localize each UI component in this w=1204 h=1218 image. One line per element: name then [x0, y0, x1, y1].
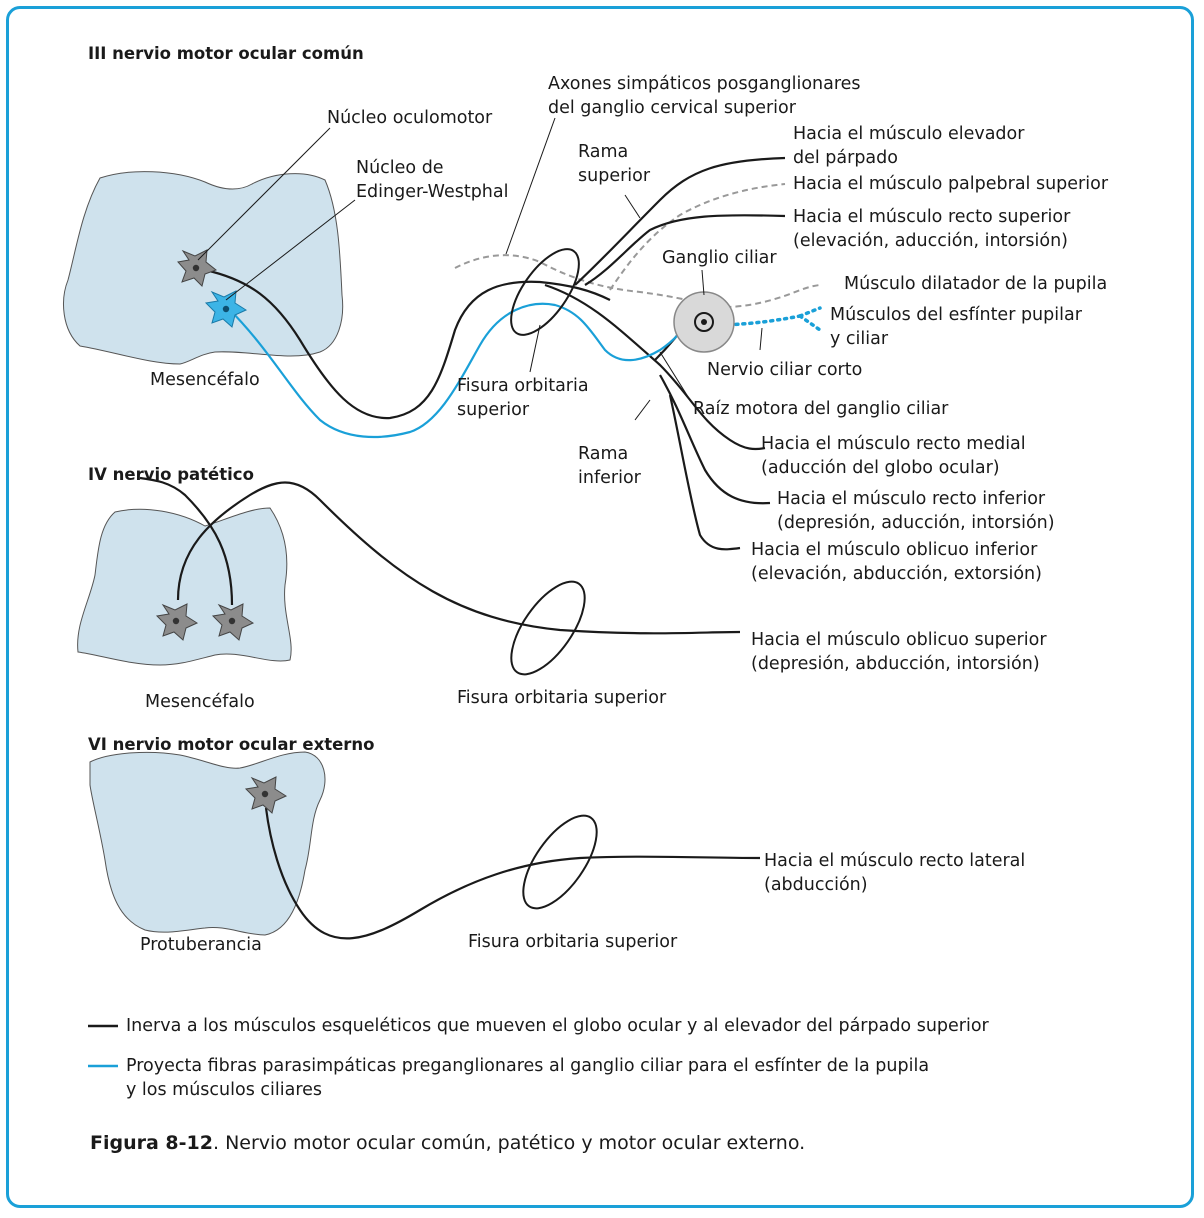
legend-parasympathetic-text-1: Proyecta fibras parasimpáticas pregangli… [126, 1054, 929, 1078]
ciliary-fork-1 [800, 308, 820, 316]
label-rectus-sup-1: Hacia el músculo recto superior [793, 205, 1070, 229]
label-sympathetic-1: Axones simpáticos posganglionares [548, 72, 861, 96]
region-label-vi: Protuberancia [140, 933, 262, 957]
label-inferior-branch-1: Rama [578, 442, 628, 466]
ew-neuron-nucleus [223, 306, 229, 312]
midbrain-section-4 [78, 508, 292, 665]
region-label-iv: Mesencéfalo [145, 690, 255, 714]
label-rectus-med-1: Hacia el músculo recto medial [761, 432, 1026, 456]
sympathetic-to-palpebral [610, 184, 785, 290]
legend-parasympathetic-text-2: y los músculos ciliares [126, 1078, 322, 1102]
label-oblique-sup-2: (depresión, abducción, intorsión) [751, 652, 1040, 676]
label-motor-root: Raíz motora del ganglio ciliar [693, 397, 948, 421]
label-oblique-sup-1: Hacia el músculo oblicuo superior [751, 628, 1047, 652]
label-nucleus-ew-1: Núcleo de [356, 156, 444, 180]
label-inferior-branch-2: inferior [578, 466, 641, 490]
legend-somatic-text: Inerva a los músculos esqueléticos que m… [126, 1014, 989, 1038]
leader-short-ciliary [760, 328, 762, 350]
leader-inferior-branch [635, 400, 650, 420]
label-palpebral: Hacia el músculo palpebral superior [793, 172, 1108, 196]
label-superior-branch-2: superior [578, 164, 650, 188]
inferior-branch-rectus-inf [660, 375, 770, 503]
section-title-iv: IV nervio patético [88, 465, 254, 484]
oculomotor-neuron-nucleus [193, 265, 199, 271]
section-title-vi: VI nervio motor ocular externo [88, 735, 375, 754]
figure-caption-text: . Nervio motor ocular común, patético y … [213, 1132, 805, 1154]
figure-caption-label: Figura 8-12 [90, 1132, 213, 1154]
label-ciliary-ganglion: Ganglio ciliar [662, 246, 777, 270]
label-sphincter-1: Músculos del esfínter pupilar [830, 303, 1082, 327]
ciliary-fork-2 [800, 316, 820, 330]
label-dilator: Músculo dilatador de la pupila [844, 272, 1107, 296]
leader-motor-root [660, 352, 690, 400]
leader-sympathetic [506, 118, 555, 254]
label-oblique-inf-2: (elevación, abducción, extorsión) [751, 562, 1042, 586]
label-rectus-sup-2: (elevación, aducción, intorsión) [793, 229, 1068, 253]
trochlear-neuron-right-nucleus [229, 618, 235, 624]
trochlear-neuron-left-nucleus [173, 618, 179, 624]
label-rectus-lat-2: (abducción) [764, 873, 868, 897]
label-fissure-iv: Fisura orbitaria superior [457, 686, 666, 710]
label-superior-branch-1: Rama [578, 140, 628, 164]
leader-superior-branch [625, 195, 640, 218]
label-fissure-iii-1: Fisura orbitaria [457, 374, 589, 398]
region-label-iii: Mesencéfalo [150, 368, 260, 392]
label-rectus-med-2: (aducción del globo ocular) [761, 456, 1000, 480]
label-sympathetic-2: del ganglio cervical superior [548, 96, 796, 120]
leader-ganglion [702, 270, 704, 295]
label-rectus-inf-2: (depresión, aducción, intorsión) [777, 511, 1055, 535]
label-nucleus-ew-2: Edinger-Westphal [356, 180, 508, 204]
abducens-neuron-nucleus [262, 791, 268, 797]
label-levator-1: Hacia el músculo elevador [793, 122, 1024, 146]
ciliary-ganglion-dot [701, 319, 707, 325]
label-nucleus-oculomotor: Núcleo oculomotor [327, 106, 492, 130]
label-fissure-iii-2: superior [457, 398, 529, 422]
orbital-fissure-iii [498, 238, 591, 345]
label-sphincter-2: y ciliar [830, 327, 888, 351]
label-short-ciliary-nerve: Nervio ciliar corto [707, 358, 862, 382]
orbital-fissure-vi [509, 804, 610, 920]
label-levator-2: del párpado [793, 146, 898, 170]
section-title-iii: III nervio motor ocular común [88, 44, 364, 63]
label-fissure-vi: Fisura orbitaria superior [468, 930, 677, 954]
figure-caption: Figura 8-12. Nervio motor ocular común, … [90, 1132, 805, 1154]
label-oblique-inf-1: Hacia el músculo oblicuo inferior [751, 538, 1037, 562]
label-rectus-lat-1: Hacia el músculo recto lateral [764, 849, 1025, 873]
nerve-vi [266, 808, 760, 938]
pons-section-6 [90, 752, 325, 935]
label-rectus-inf-1: Hacia el músculo recto inferior [777, 487, 1045, 511]
